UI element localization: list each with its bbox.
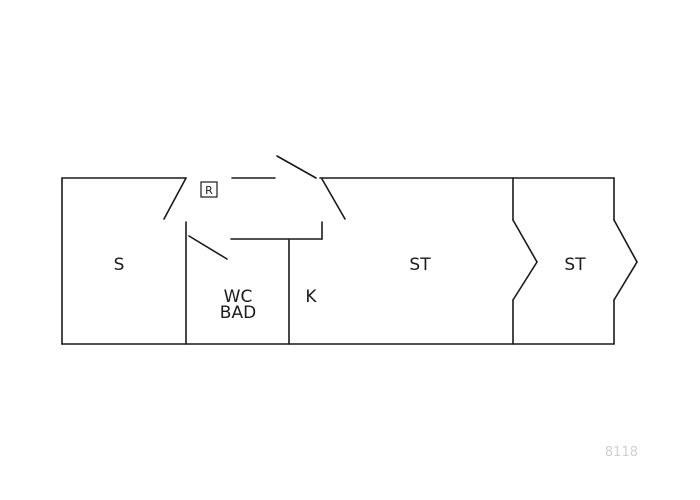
room-label-wc: WC xyxy=(224,287,253,307)
doors xyxy=(163,155,638,301)
door-st-divider-lower xyxy=(512,261,538,301)
r-marker-label: R xyxy=(205,184,213,197)
room-label-bad: BAD xyxy=(220,303,256,323)
door-st-divider-upper xyxy=(512,219,538,263)
door-entrance xyxy=(276,155,317,179)
door-st xyxy=(321,178,346,220)
plan-number: 8118 xyxy=(605,445,638,460)
door-right-lower xyxy=(613,261,638,301)
door-s xyxy=(163,177,187,220)
interior-walls xyxy=(185,177,514,345)
door-right-upper xyxy=(613,219,638,263)
door-wc xyxy=(188,235,228,260)
room-label-k: K xyxy=(305,287,317,307)
r-marker-box xyxy=(200,181,218,198)
room-labels: S WC BAD K ST ST xyxy=(114,255,587,323)
outer-walls xyxy=(61,177,615,345)
room-label-st-2: ST xyxy=(564,255,586,275)
room-label-st-1: ST xyxy=(409,255,431,275)
r-marker: R xyxy=(200,181,218,198)
room-label-s: S xyxy=(114,255,125,275)
